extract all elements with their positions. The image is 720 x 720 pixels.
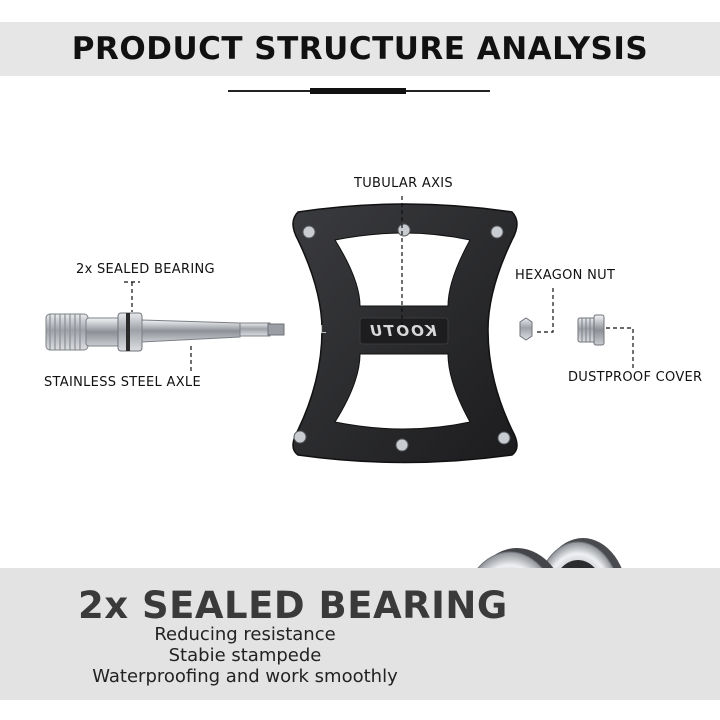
feature-line: Reducing resistance <box>154 624 336 645</box>
label-stainless-steel-axle: STAINLESS STEEL AXLE <box>44 375 201 390</box>
pedal-brand-logo: KOOTU <box>368 322 437 340</box>
label-dustproof-cover: DUSTPROOF COVER <box>568 370 703 385</box>
page-title: PRODUCT STRUCTURE ANALYSIS <box>71 31 649 67</box>
label-tubular-axis: TUBULAR AXIS <box>354 176 453 191</box>
title-underline-accent <box>310 88 406 94</box>
pedal-side-mark: L <box>320 323 327 336</box>
feature-line: Waterproofing and work smoothly <box>92 666 398 687</box>
header-band <box>0 22 720 76</box>
axle-illustration <box>45 312 285 352</box>
pedal-illustration <box>292 203 518 464</box>
feature-band <box>0 568 720 700</box>
dustproof-cover-illustration <box>577 314 605 346</box>
feature-title: 2x SEALED BEARING <box>78 584 508 627</box>
leader-lines <box>124 196 634 372</box>
label-sealed-bearing: 2x SEALED BEARING <box>76 262 215 277</box>
label-hexagon-nut: HEXAGON NUT <box>515 268 616 283</box>
feature-line: Stabie stampede <box>168 645 322 666</box>
hexagon-nut-illustration <box>519 317 533 341</box>
